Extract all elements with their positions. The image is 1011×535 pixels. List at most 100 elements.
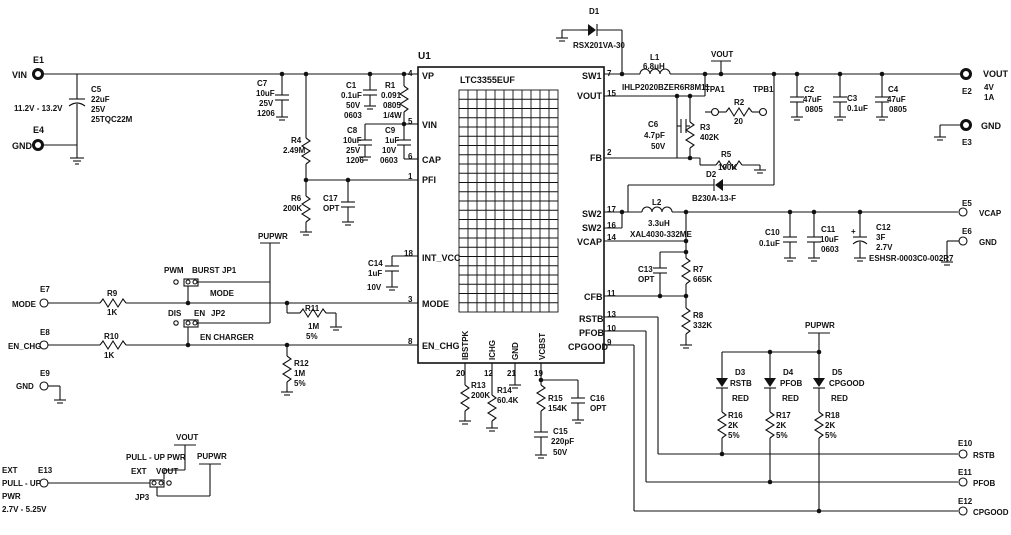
e2-volt: 4V	[984, 83, 994, 92]
c12-ref: C12	[876, 223, 891, 232]
r16-val: 2K	[728, 421, 738, 430]
pin-num-8: 8	[408, 337, 413, 346]
pin-num-19: 19	[534, 369, 543, 378]
control-section: PUPWR PWM BURST JP1 MODE E7 MODE R9 1K	[8, 232, 418, 404]
c11-ref: C11	[821, 225, 836, 234]
terminal-e9[interactable]	[39, 381, 49, 391]
e10-label: RSTB	[973, 451, 995, 460]
c14-ref: C14	[368, 259, 383, 268]
r14-val: 60.4K	[497, 396, 519, 405]
pin-mode: MODE	[422, 299, 449, 309]
c10-val: 0.1uF	[759, 239, 780, 248]
e12-ref: E12	[958, 497, 973, 506]
r12-val: 1M	[294, 369, 305, 378]
jp3-ref: JP3	[135, 493, 150, 502]
e4-ref: E4	[33, 125, 44, 135]
output-section: D1 RSX201VA-30 L1 6.8uH IHLP2020BZER6R8M…	[556, 7, 1009, 212]
terminal-e12[interactable]	[958, 506, 968, 516]
jp2-header[interactable]	[173, 319, 199, 328]
pin-num-3: 3	[408, 295, 413, 304]
jp1-header[interactable]	[173, 278, 199, 287]
pin-num-10: 10	[607, 324, 616, 333]
pin-int-vcc: INT_VCC	[422, 253, 461, 263]
e6-ref: E6	[962, 227, 972, 236]
jp3-name: PULL - UP PWR	[126, 453, 186, 462]
c16-ref: C16	[590, 394, 605, 403]
terminal-e7[interactable]	[39, 298, 49, 308]
r13-val: 200K	[471, 391, 490, 400]
ic-bottom-pins: IBSTPK 20 ICHG 12 GND 21 VCBST 19	[456, 330, 547, 378]
pin-vout: VOUT	[577, 91, 603, 101]
r6-val: 200K	[283, 204, 302, 213]
terminal-e10[interactable]	[958, 449, 968, 459]
jp1-opt-b: BURST	[192, 266, 220, 275]
r17-val: 2K	[776, 421, 786, 430]
pin-cap: CAP	[422, 155, 441, 165]
c9-ref: C9	[385, 126, 396, 135]
c7-val: 10uF	[256, 89, 275, 98]
jp3-header[interactable]	[149, 479, 172, 488]
c15-ref: C15	[553, 427, 568, 436]
ic-ref: U1	[418, 51, 431, 62]
c1-val: 0.1uF	[341, 91, 362, 100]
tpb1-label: TPB1	[753, 85, 774, 94]
r1-ref: R1	[385, 81, 396, 90]
c2-val: 47uF	[803, 95, 822, 104]
input-section: E1 VIN 11.2V - 13.2V E4 GND C5 22uF 25V …	[12, 55, 418, 292]
r1-pkg: 0805	[383, 101, 401, 110]
terminal-e11[interactable]	[958, 477, 968, 487]
status-section: PUPWR D3	[604, 316, 1009, 517]
e1-label: VIN	[12, 70, 27, 80]
tpa1[interactable]	[710, 107, 720, 117]
pin-num-14: 14	[607, 233, 616, 242]
jp2-opt-b: EN	[194, 309, 205, 318]
r3-val: 402K	[700, 133, 719, 142]
pin-pfi: PFI	[422, 175, 436, 185]
pin-num-6: 6	[408, 152, 413, 161]
d3-ref: D3	[735, 368, 746, 377]
r3-ref: R3	[700, 123, 711, 132]
ic-right-pins: SW1 7 VOUT 15 FB 2 SW2 17 SW2 16 VCAP 14…	[568, 69, 616, 352]
e8-label: EN_CHG	[8, 342, 41, 351]
pin-ibstpk: IBSTPK	[461, 330, 470, 360]
l2-ref: L2	[652, 198, 662, 207]
bottom-components: R13 200K R14 60.4K C16 OPT R15 154K C15 …	[459, 363, 607, 459]
pin-num-17: 17	[607, 205, 616, 214]
c7-pkg: 1206	[257, 109, 275, 118]
r11-tol: 5%	[306, 332, 318, 341]
r9-ref: R9	[107, 289, 118, 298]
led-d4	[764, 352, 776, 482]
r8-val: 332K	[693, 321, 712, 330]
d5-ref: D5	[832, 368, 843, 377]
pin-vcbst: VCBST	[538, 333, 547, 360]
terminal-e5[interactable]	[958, 207, 968, 217]
jp3-opt-b: VOUT	[156, 467, 178, 476]
jp3-opt-a: EXT	[131, 467, 147, 476]
e13-l1: EXT	[2, 466, 18, 475]
ic-u1: U1 LTC3355EUF	[417, 51, 605, 364]
r17-ref: R17	[776, 411, 791, 420]
c8-pkg: 1206	[346, 156, 364, 165]
pin-ichg: ICHG	[488, 340, 497, 360]
e3-label: GND	[981, 121, 1002, 131]
c6-volt: 50V	[651, 142, 666, 151]
pin-num-5: 5	[408, 117, 413, 126]
l1-val: 6.8uH	[643, 62, 665, 71]
c12-volt: 2.7V	[876, 243, 893, 252]
l1-ref: L1	[650, 53, 660, 62]
e5-ref: E5	[962, 199, 972, 208]
e5-label: VCAP	[979, 209, 1002, 218]
terminal-e13[interactable]	[39, 478, 49, 488]
r2-ref: R2	[734, 98, 745, 107]
pin-vp: VP	[422, 71, 434, 81]
jp2-opt-a: DIS	[168, 309, 182, 318]
tpb1[interactable]	[758, 107, 768, 117]
e2-ref: E2	[962, 87, 972, 96]
terminal-e6[interactable]	[958, 236, 968, 246]
r10-ref: R10	[104, 332, 119, 341]
e2-cur: 1A	[984, 93, 994, 102]
e10-ref: E10	[958, 439, 973, 448]
e13-l3: PWR	[2, 492, 21, 501]
d5-label: CPGOOD	[829, 379, 865, 388]
